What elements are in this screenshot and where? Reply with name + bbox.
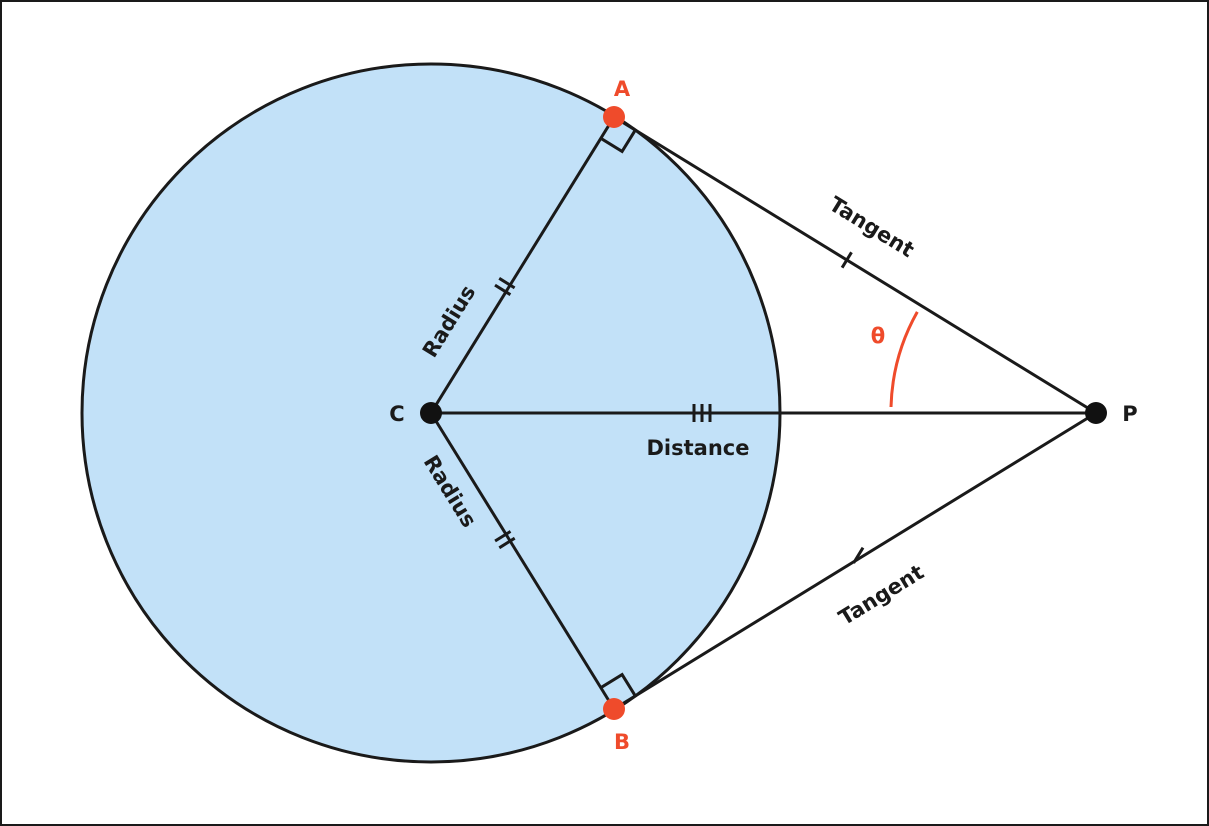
label-distance: Distance [647,436,750,460]
point-c [420,402,442,424]
label-p: P [1122,402,1137,426]
radius-lower-line [429,412,616,710]
tangent-lower-tick [852,546,865,564]
radius-upper-line [429,116,616,414]
label-b: B [614,730,630,754]
angle-theta-arc [889,311,919,408]
label-tangent-lower: Tangent [835,560,929,630]
point-b [603,698,625,720]
tangent-upper-tick [840,251,853,269]
right-angle-marker-a [600,129,637,154]
point-a [603,106,625,128]
label-a: A [614,77,631,101]
label-theta: θ [871,324,885,348]
radius-upper-ticks [494,277,516,296]
radius-lower-ticks [494,530,516,550]
label-c: C [389,402,404,426]
tangent-upper-line [613,115,1097,415]
label-tangent-upper: Tangent [825,192,919,262]
distance-ticks [692,404,712,422]
right-angle-marker-b [600,672,637,697]
point-p [1085,402,1107,424]
